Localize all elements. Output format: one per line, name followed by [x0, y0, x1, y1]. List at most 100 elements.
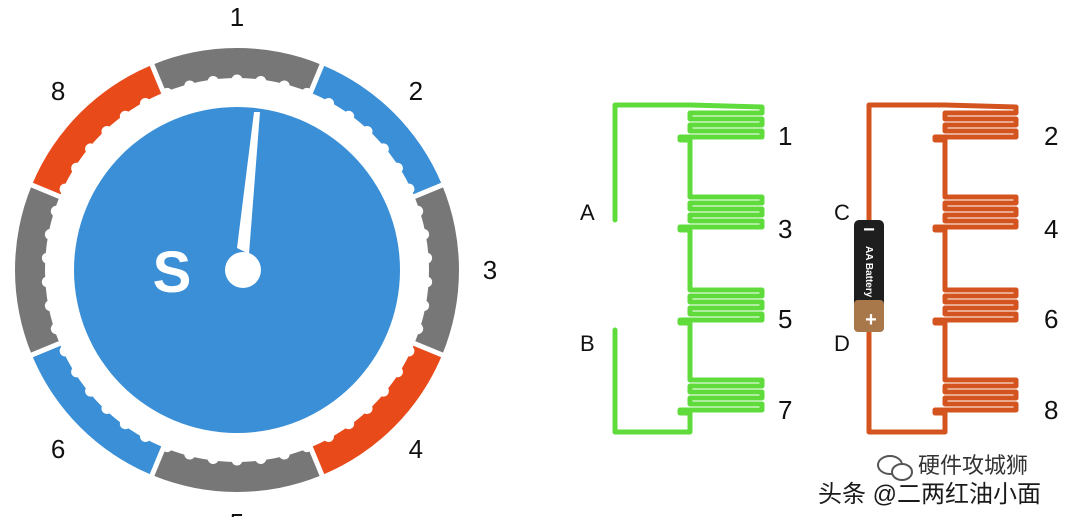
stator-tooth	[119, 110, 150, 147]
battery-positive-cap	[854, 300, 884, 332]
stepper-motor: S 12345678	[15, 2, 497, 517]
stator-tooth	[101, 380, 134, 415]
pole-label-2: 2	[409, 76, 423, 106]
stator-tooth	[50, 205, 92, 227]
stator-tooth	[85, 365, 120, 397]
pole-gap	[409, 339, 445, 359]
coil-label-3: 3	[778, 214, 792, 244]
stator-tooth	[365, 162, 403, 191]
stator-tooth	[59, 183, 99, 208]
rotor-hub	[225, 252, 261, 288]
pole-label-3: 3	[483, 255, 497, 285]
stator-tooth	[390, 252, 433, 266]
rotor-pointer	[237, 112, 260, 254]
aa-battery: − AA Battery +	[854, 219, 884, 332]
pole-gap	[29, 339, 65, 359]
terminal-b-label: B	[580, 331, 595, 356]
coil-c-d: C D 2 4 6 8	[834, 102, 1058, 435]
pole-7-segment	[15, 186, 60, 354]
stator-tooth	[139, 98, 166, 137]
stator-tooth	[251, 422, 267, 465]
coil-label-2: 2	[1044, 121, 1058, 151]
stator-poles	[15, 47, 459, 492]
battery-label: AA Battery	[863, 246, 874, 298]
stator-tooth	[354, 143, 389, 175]
pole-label-6: 6	[51, 434, 65, 464]
stator-tooth	[382, 205, 424, 227]
stator-tooth	[207, 75, 223, 118]
stator-tooth	[390, 274, 433, 288]
stator-tooth	[59, 332, 99, 357]
coil-c-d-wire	[866, 102, 1019, 435]
pole-gap	[29, 181, 65, 201]
stator-tooth	[365, 349, 403, 378]
stator-tooth	[308, 403, 335, 442]
pole-labels: 12345678	[51, 2, 497, 517]
stator-tooth	[50, 313, 92, 335]
pole-4-segment	[311, 344, 442, 475]
stator-tooth	[44, 294, 87, 312]
watermark-credit: 头条 @二两红油小面	[818, 481, 1041, 508]
pole-1-segment	[153, 47, 321, 93]
stator-tooth	[271, 418, 290, 460]
pole-8-segment	[32, 65, 163, 196]
stator-tooth	[41, 274, 84, 288]
pole-2-segment	[311, 65, 442, 196]
pole-label-4: 4	[409, 434, 423, 464]
battery-plus-sign: +	[865, 309, 877, 331]
stator-tooth	[340, 125, 373, 160]
coil-label-1: 1	[778, 121, 792, 151]
stator-tooth	[44, 228, 87, 246]
stator-tooth	[324, 110, 355, 147]
stator-tooth	[71, 162, 109, 191]
terminal-d-label: D	[834, 331, 850, 356]
stator-tooth	[161, 412, 184, 453]
stator-tooth	[85, 143, 120, 175]
stator-tooth	[290, 87, 313, 128]
stator-tooth	[207, 422, 223, 465]
coil-label-6: 6	[1044, 304, 1058, 334]
coil-a-b: A B 1 3 5 7	[580, 102, 792, 435]
stator-tooth	[387, 294, 430, 312]
stator-tooth	[101, 125, 134, 160]
watermark: 硬件攻城狮 头条 @二两红油小面	[818, 453, 1041, 508]
watermark-account: 硬件攻城狮	[918, 453, 1028, 478]
stator-tooth	[251, 75, 267, 118]
stator-tooth	[119, 393, 150, 430]
pole-6-segment	[32, 344, 163, 475]
coil-label-8: 8	[1044, 395, 1058, 425]
pole-gap	[409, 181, 445, 201]
stator-tooth	[71, 349, 109, 378]
stator-tooth	[139, 403, 166, 442]
coil-label-5: 5	[778, 304, 792, 334]
pole-5-segment	[153, 447, 321, 492]
stator-tooth	[340, 380, 373, 415]
pole-label-8: 8	[51, 76, 65, 106]
stator-tooth	[184, 80, 203, 122]
pole-3-segment	[414, 186, 459, 354]
stator-tooth	[308, 98, 335, 137]
stator-tooth	[375, 332, 415, 357]
stator-tooth	[324, 393, 355, 430]
stator-tooth	[387, 228, 430, 246]
stator-tooth	[354, 365, 389, 397]
stator-tooth	[375, 183, 415, 208]
stator-tooth	[184, 418, 203, 460]
stator-tooth	[161, 87, 184, 128]
coil-a-b-wire	[612, 102, 765, 435]
battery-minus-sign: −	[863, 219, 875, 241]
rotor-pole-label: S	[153, 240, 192, 305]
wechat-icon	[877, 455, 913, 481]
stator-teeth	[41, 74, 433, 466]
stator-tooth	[271, 80, 290, 122]
stator-tooth	[382, 313, 424, 335]
stator-tooth	[290, 412, 313, 453]
coil-label-4: 4	[1044, 214, 1058, 244]
pole-label-5: 5	[230, 508, 244, 517]
coil-label-7: 7	[778, 395, 792, 425]
terminal-c-label: C	[834, 200, 850, 225]
terminal-a-label: A	[580, 200, 595, 225]
stator-tooth	[41, 252, 84, 266]
pole-label-1: 1	[230, 2, 244, 32]
